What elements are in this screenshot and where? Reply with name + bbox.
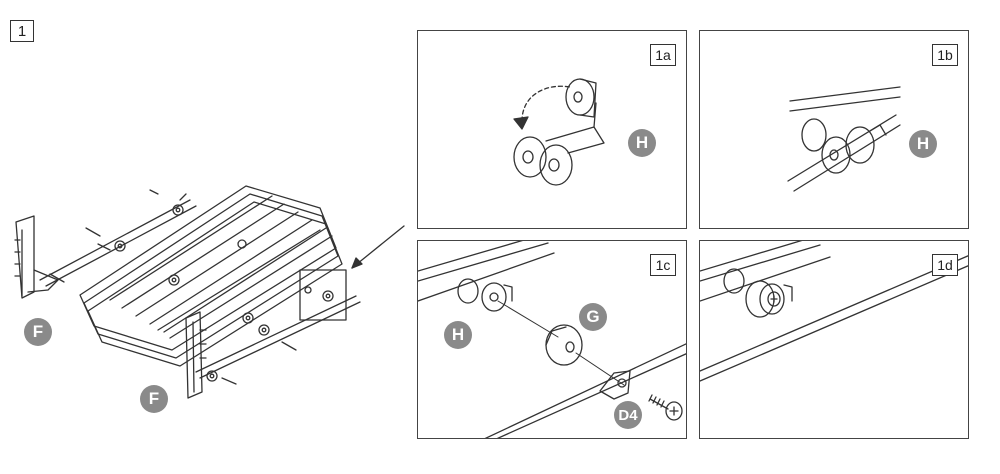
left-wall-bracket [14, 215, 59, 299]
rails-bottom [700, 255, 968, 382]
washer-g [545, 324, 583, 366]
fastener-screws [49, 189, 334, 385]
detail-panel-1c: 1c H G D4 [417, 240, 687, 439]
roller-h-assembly [457, 278, 513, 312]
detail-panel-1d: 1d [699, 240, 969, 439]
part-badge-h-1a: H [628, 129, 656, 157]
detail-panel-1b: 1b H [699, 30, 969, 229]
rotation-arrow-head [513, 116, 529, 130]
basket-assembly-drawing [14, 185, 405, 399]
step-number-box: 1 [10, 20, 34, 42]
clip-d4 [599, 370, 631, 400]
callout-arrow [351, 225, 405, 269]
rails-top [700, 241, 831, 302]
part-badge-g-1c: G [579, 303, 607, 331]
lower-twin-rollers [513, 102, 605, 186]
upper-runner-rail [39, 199, 197, 287]
panel-label-1c: 1c [650, 254, 676, 276]
detail-callout-frame [299, 269, 347, 321]
lower-rail [787, 114, 901, 192]
panel-label-1b: 1b [932, 44, 958, 66]
rails-bottom [484, 343, 686, 438]
fixing-screw [648, 394, 683, 421]
assembled-roller [723, 268, 793, 318]
roller-rotate-drawing [513, 78, 605, 186]
part-badge-f-left: F [24, 318, 52, 346]
part-badge-f-bottom: F [140, 385, 168, 413]
part-badge-d4-1c: D4 [614, 401, 642, 429]
exploded-roller-drawing [418, 241, 686, 438]
panel-label-1a: 1a [650, 44, 676, 66]
top-roller [565, 78, 597, 118]
assembled-roller-drawing [700, 241, 968, 382]
assembly-axis-line [497, 300, 625, 386]
detail-panel-1a: 1a H [417, 30, 687, 229]
lower-runner-rail [195, 295, 361, 379]
mounted-rollers [801, 118, 887, 174]
upper-rail [789, 86, 901, 112]
rotation-arrow [521, 85, 571, 122]
panel-label-1d: 1d [932, 254, 958, 276]
roller-on-rail-drawing [787, 86, 901, 192]
front-right-bracket [185, 311, 207, 399]
part-badge-h-1b: H [909, 130, 937, 158]
rails-top [418, 241, 555, 302]
part-badge-h-1c: H [444, 321, 472, 349]
wire-basket [79, 185, 343, 367]
